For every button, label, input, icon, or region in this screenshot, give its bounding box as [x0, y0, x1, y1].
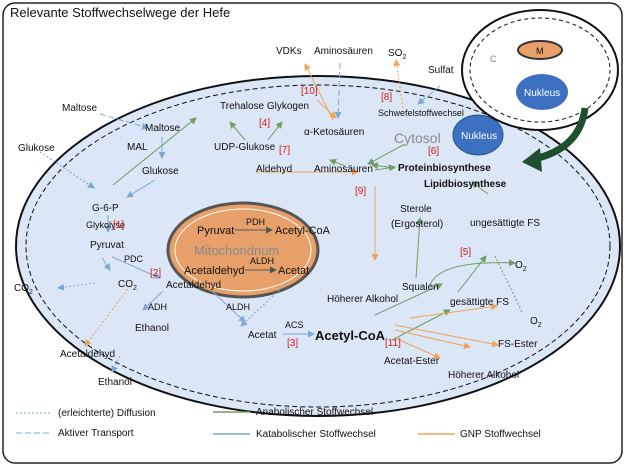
ref-9: [9] [355, 186, 366, 197]
legend-katabolisch: Katabolischer Stoffwechsel [256, 429, 376, 440]
label-so2: SO2 [388, 48, 406, 61]
diffusion-arrows [39, 151, 289, 373]
ref-10: [10] [301, 86, 318, 97]
mitochondrion-inner-membrane [174, 208, 312, 292]
ref-11: [11] [385, 338, 401, 349]
label-aldehyd: Aldehyd [256, 164, 292, 175]
legend-anabolisch: Anabolischer Stoffwechsel [256, 407, 373, 418]
label-acetaldehyd-in: Acetaldehyd [166, 280, 221, 291]
label-acs: ACS [285, 320, 304, 330]
mito-arrows [235, 226, 277, 274]
label-sterole: Sterole [400, 204, 432, 215]
label-co2-out: CO2 [14, 283, 33, 296]
anabolic-arrows [112, 117, 489, 341]
label-adh: ADH [148, 302, 167, 312]
label-lipidbiosynthese: Lipidbiosynthese [424, 179, 507, 190]
label-ungesaettigte-fs: ungesättigte FS [470, 218, 540, 229]
label-nukleus-inset: Nukleus [524, 88, 560, 99]
mitochondrion [166, 201, 320, 299]
mito-acetaldehyd: Acetaldehyd [184, 265, 245, 277]
label-acetat: Acetat [248, 330, 277, 341]
ref-5: [5] [460, 247, 471, 258]
label-sulfat: Sulfat [428, 65, 454, 76]
label-hoeherer-alkohol-in: Höherer Alkohol [327, 294, 398, 305]
ref-8: [8] [381, 92, 392, 103]
mito-pyruvat: Pyruvat [197, 225, 234, 237]
label-aminosaeuren-top: Aminosäuren [314, 46, 373, 57]
label-alpha-ketosaeuren: α-Ketosäuren [304, 127, 364, 138]
label-fs-ester: FS-Ester [498, 339, 538, 350]
label-aldh-out: ALDH [226, 302, 250, 312]
legend-aktiver-transport: Aktiver Transport [58, 428, 134, 439]
ref-4: [4] [259, 118, 270, 129]
label-pdc: PDC [124, 254, 144, 264]
label-acetat-ester: Acetat-Ester [384, 356, 440, 367]
ref-1: [1] [113, 220, 124, 231]
label-vdks: VDKs [276, 46, 302, 57]
mito-aldh: ALDH [250, 256, 274, 266]
diagram-title: Relevante Stoffwechselwege der Hefe [10, 5, 230, 20]
zoom-arrow-head [522, 148, 542, 172]
active-transport-arrows [99, 62, 441, 130]
cell-membrane [25, 84, 611, 408]
catabolic-arrows [101, 137, 315, 338]
label-g6p: G-6-P [92, 203, 119, 214]
inset-cell [461, 9, 619, 131]
gnp-arrows [256, 63, 499, 359]
label-inset-c: C [490, 54, 497, 64]
ref-2: [2] [150, 268, 161, 279]
legend-gnp: GNP Stoffwechsel [460, 429, 541, 440]
label-hoeherer-alkohol-out: Höherer Alkohol [448, 370, 519, 381]
label-pyruvat: Pyruvat [90, 240, 124, 251]
label-o2-in: O2 [515, 260, 527, 273]
label-squalen: Squalen [402, 282, 439, 293]
inset-membrane [469, 17, 611, 123]
diffusion-out-orange [84, 59, 404, 347]
ref-3: [3] [287, 338, 298, 349]
nucleus-main [452, 114, 504, 156]
mito-acetat: Acetat [278, 265, 309, 277]
label-glukose-out: Glukose [18, 143, 55, 154]
label-aminosaeuren-in: Aminosäuren [314, 164, 373, 175]
label-udp-glukose: UDP-Glukose [214, 142, 276, 153]
label-o2-out: O2 [530, 316, 542, 329]
label-trehalose-glykogen: Trehalose Glykogen [220, 101, 309, 112]
label-maltose-in: Maltose [145, 123, 180, 134]
label-schwefelstoffwechsel: Schwefelstoffwechsel [378, 108, 464, 118]
label-proteinbiosynthese: Proteinbiosynthese [398, 163, 491, 174]
ref-6: [6] [428, 146, 439, 157]
label-glukose-in: Glukose [142, 166, 179, 177]
label-glykolyse: Glykolyse [86, 220, 125, 230]
mito-label: Mitochondrium [194, 243, 279, 258]
inset-nucleus [516, 74, 568, 110]
label-co2-in: CO2 [118, 279, 137, 292]
label-inset-m: M [536, 46, 544, 56]
label-ergosterol: (Ergosterol) [391, 219, 443, 230]
ref-7: [7] [279, 145, 290, 156]
legend-diffusion: (erleichterte) Diffusion [58, 408, 156, 419]
label-acetyl-coa-main: Acetyl-CoA [315, 328, 386, 343]
label-nukleus-main: Nukleus [461, 131, 497, 142]
label-gesaettigte-fs: gesättigte FS [450, 297, 509, 308]
label-acetaldehyd-out: Acetaldehyd [60, 349, 115, 360]
label-maltose-out: Maltose [62, 103, 97, 114]
label-mal: MAL [127, 142, 148, 153]
inset-mitochondrion [517, 40, 563, 60]
label-cytosol: Cytosol [394, 130, 441, 146]
label-ethanol-in: Ethanol [135, 323, 169, 334]
desaturation-arrow [429, 259, 516, 286]
mito-acetyl-coa: Acetyl-CoA [275, 225, 331, 237]
mito-pdh: PDH [246, 217, 265, 227]
label-ethanol-out: Ethanol [98, 377, 132, 388]
